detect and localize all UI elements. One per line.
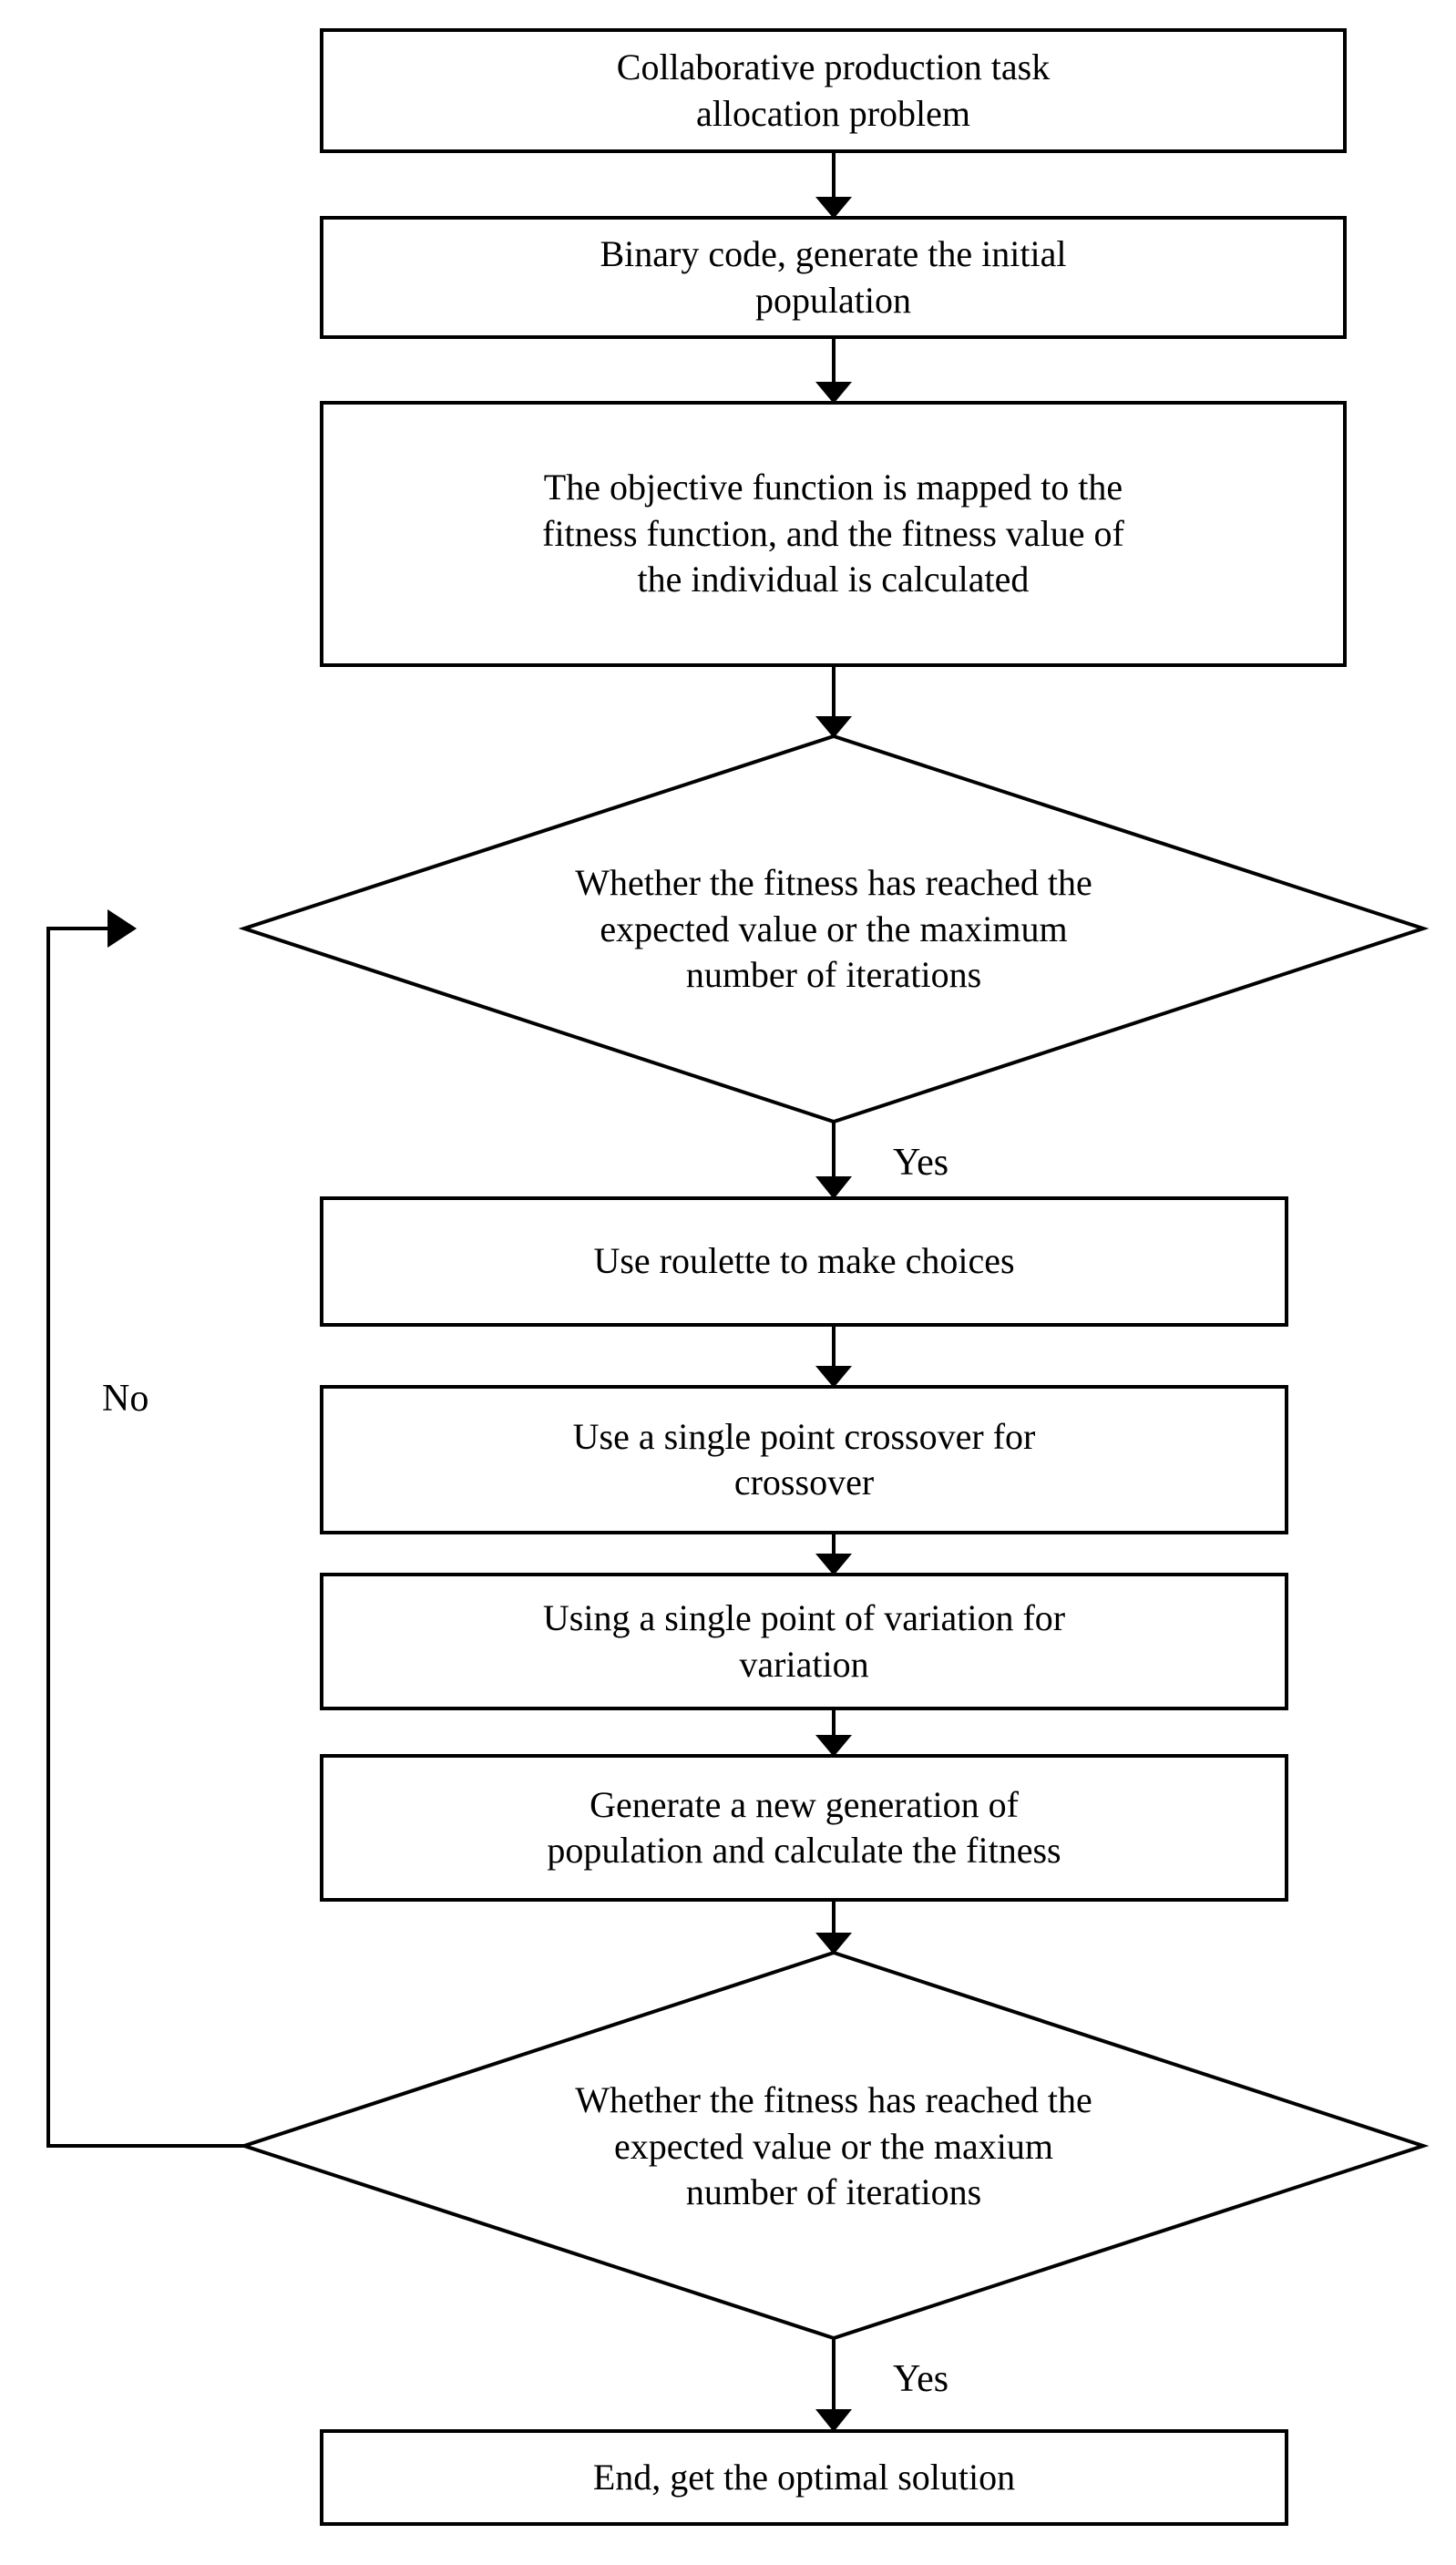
arrow-decision-bottom-to-end [815, 2409, 852, 2432]
edge-label-yes-top: Yes [893, 1142, 949, 1184]
arrow-mutation-to-newgen [815, 1735, 852, 1757]
edge-label-no-loop: No [102, 1378, 149, 1420]
arrow-decision-top-to-selection [815, 1176, 852, 1199]
arrow-loop-no-feedback [108, 909, 137, 948]
node-decision-bottom-shape[interactable] [238, 1950, 1430, 2341]
edge-loop-no-feedback [46, 927, 244, 2148]
node-newgen-shape[interactable] [320, 1754, 1288, 1902]
arrow-fitness-to-decision-top [815, 716, 852, 738]
arrow-newgen-to-decision-bottom [815, 1933, 852, 1955]
node-fitness-shape[interactable] [320, 401, 1347, 667]
arrow-crossover-to-mutation [815, 1554, 852, 1575]
node-mutation-shape[interactable] [320, 1573, 1288, 1710]
node-selection-shape[interactable] [320, 1196, 1288, 1327]
arrow-start-to-encode [815, 197, 852, 219]
node-decision-top-shape[interactable] [238, 734, 1430, 1124]
arrow-encode-to-fitness [815, 382, 852, 404]
node-crossover-shape[interactable] [320, 1385, 1288, 1534]
edge-label-yes-bottom: Yes [893, 2358, 949, 2400]
node-encode-shape[interactable] [320, 216, 1347, 339]
node-end-shape[interactable] [320, 2429, 1288, 2526]
arrow-selection-to-crossover [815, 1366, 852, 1388]
node-start-shape[interactable] [320, 28, 1347, 153]
